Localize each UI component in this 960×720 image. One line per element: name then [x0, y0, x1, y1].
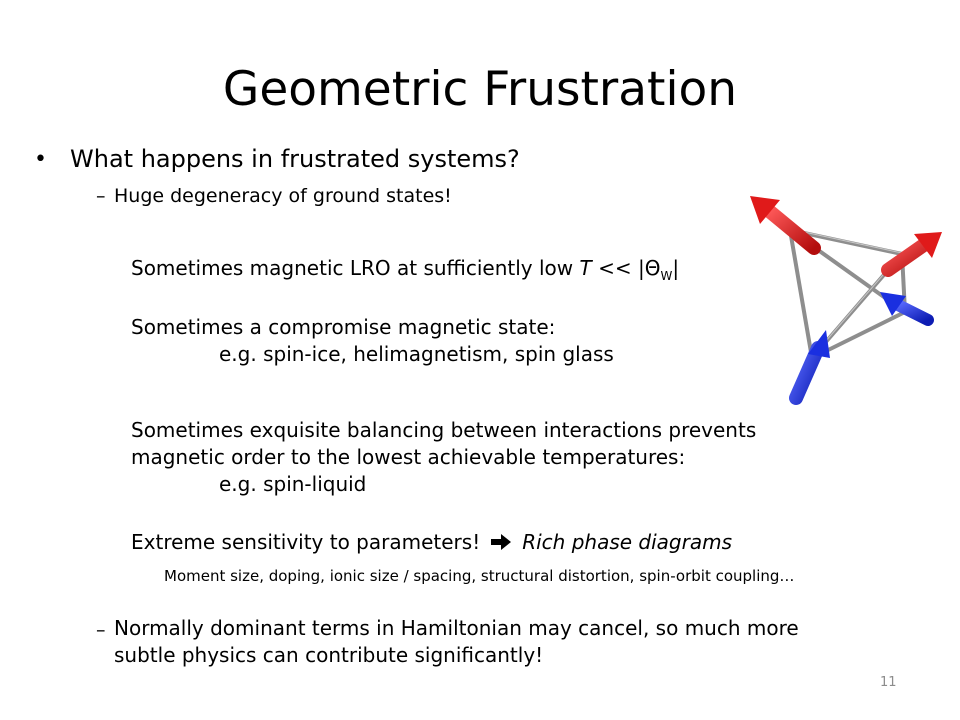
slide-title: Geometric Frustration	[222, 62, 738, 117]
lro-theta: Θ	[644, 256, 661, 280]
lro-text: Sometimes magnetic LRO at sufficiently l…	[131, 256, 580, 280]
lro-temperature: T	[579, 256, 592, 280]
hamiltonian-line-1: Normally dominant terms in Hamiltonian m…	[114, 616, 799, 640]
line-sensitivity: Extreme sensitivity to parameters! Rich p…	[131, 529, 732, 556]
lro-close: |	[672, 256, 680, 280]
right-arrow-icon	[491, 534, 512, 550]
lro-compare: << |	[591, 256, 645, 280]
line-spin-liquid: e.g. spin-liquid	[219, 472, 367, 496]
bullet-main-text: What happens in frustrated systems?	[70, 145, 520, 173]
sub-bullet-degeneracy: Huge degeneracy of ground states!	[114, 185, 452, 207]
sub-bullet-hamiltonian: Normally dominant terms in Hamiltonian m…	[114, 615, 799, 669]
page-number: 11	[880, 675, 897, 690]
blue-spin-arrow-2	[789, 330, 830, 405]
line-compromise: Sometimes a compromise magnetic state:	[131, 315, 556, 339]
phase-diagrams-text: Rich phase diagrams	[522, 530, 732, 554]
hamiltonian-line-2: subtle physics can contribute significan…	[114, 643, 544, 667]
line-magnetic-lro: Sometimes magnetic LRO at sufficiently l…	[131, 255, 679, 290]
line-compromise-examples: e.g. spin-ice, helimagnetism, spin glass	[219, 342, 614, 366]
red-spin-arrow-1	[750, 196, 821, 255]
blue-spin-arrow-1	[880, 292, 934, 326]
line-balancing: Sometimes exquisite balancing between in…	[131, 418, 757, 442]
red-spin-arrow-2	[881, 232, 942, 277]
sub-bullet-dash-2: –	[96, 619, 106, 641]
bullet-symbol: •	[34, 147, 47, 172]
line-parameters: Moment size, doping, ionic size / spacin…	[164, 567, 795, 585]
sensitivity-text: Extreme sensitivity to parameters!	[131, 530, 481, 554]
line-balancing-cont: magnetic order to the lowest achievable …	[131, 445, 686, 469]
tetrahedron-spins-icon	[750, 196, 942, 405]
sub-bullet-dash: –	[96, 185, 106, 207]
lro-theta-sub: W	[660, 269, 673, 283]
